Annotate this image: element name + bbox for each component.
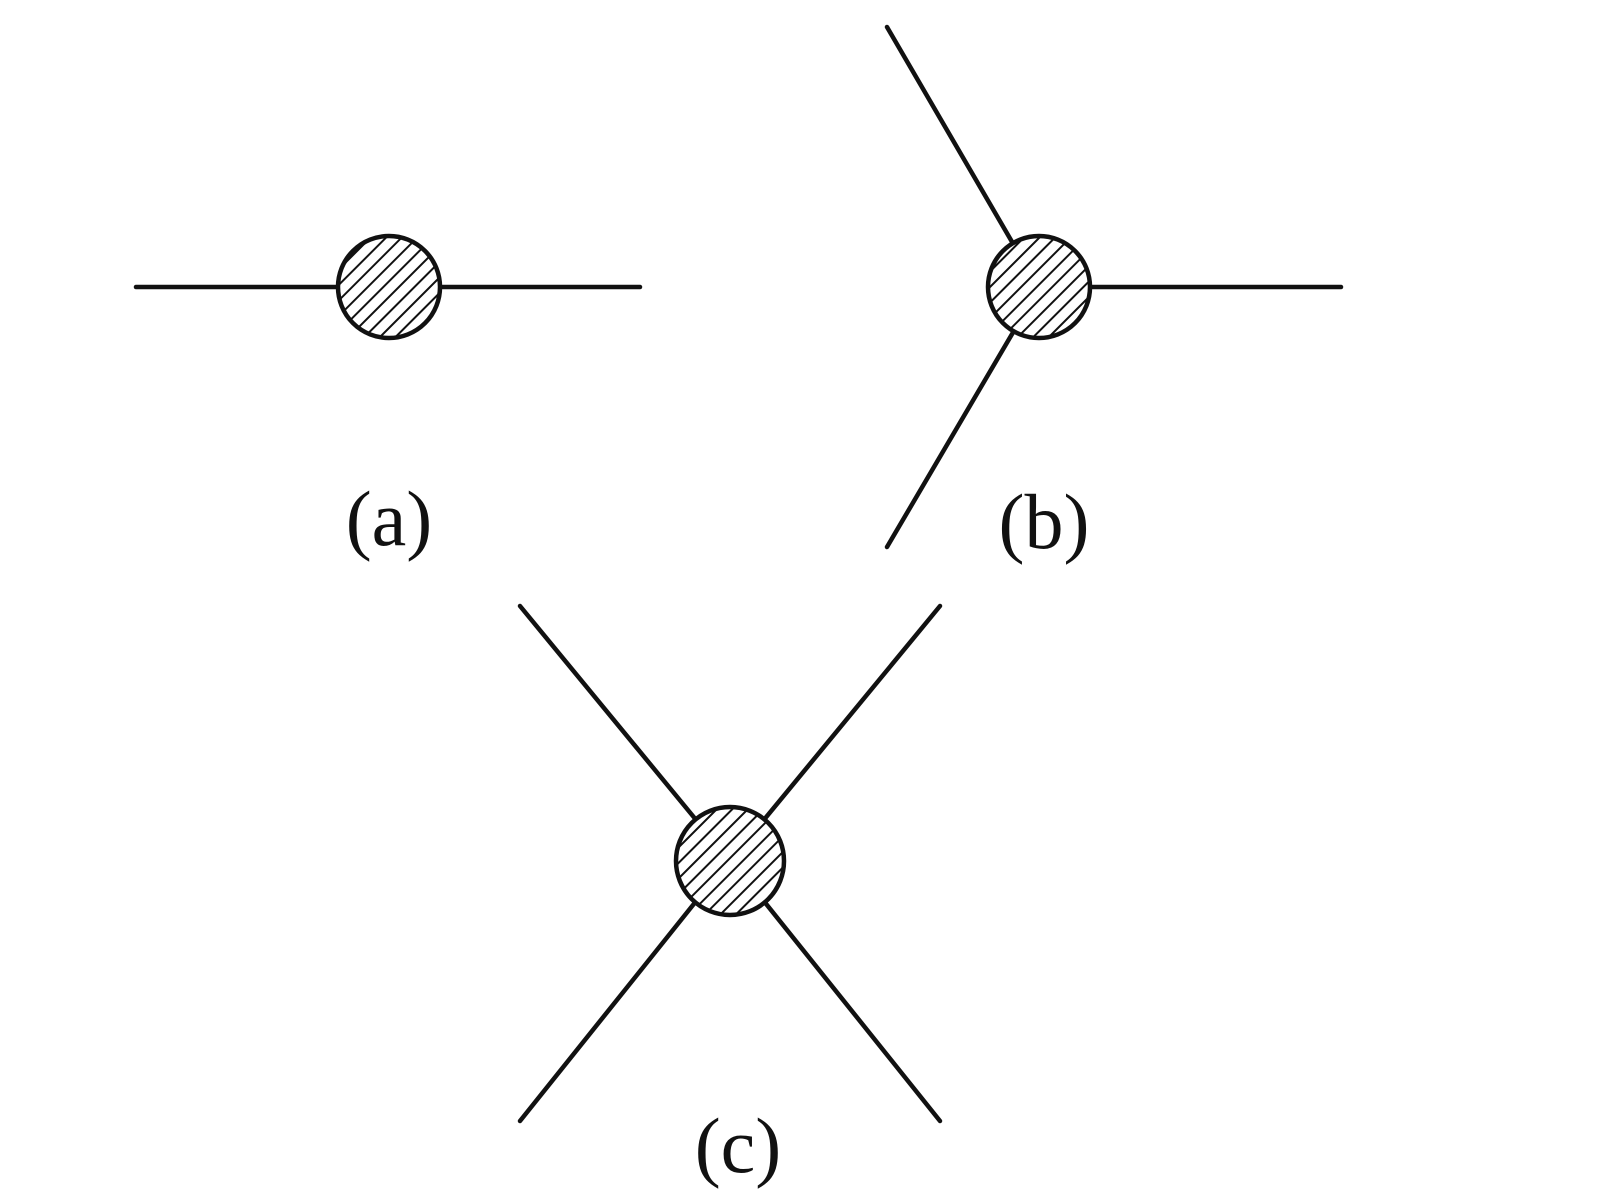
diagram-c-leg-upper-left [517, 603, 700, 824]
diagram-c-leg-lower-right [760, 897, 943, 1124]
diagram-c-caption: (c) [695, 1102, 782, 1189]
diagram-c-hatched-blob [673, 804, 787, 918]
diagram-b-leg-upper-left [884, 24, 1018, 250]
diagram-c-leg-upper-right [760, 603, 943, 824]
diagram-b-three-leg-vertex: (b) [884, 24, 1344, 565]
diagram-b-hatched-blob [985, 233, 1093, 341]
diagram-c-leg-lower-left [517, 897, 700, 1124]
diagram-c-four-leg-vertex: (c) [517, 603, 943, 1189]
diagram-a-caption: (a) [346, 475, 433, 562]
diagram-a-two-leg-vertex: (a) [133, 233, 643, 562]
diagram-a-hatched-blob [335, 233, 443, 341]
diagram-b-leg-lower-left [884, 326, 1018, 550]
diagram-b-caption: (b) [999, 478, 1090, 565]
